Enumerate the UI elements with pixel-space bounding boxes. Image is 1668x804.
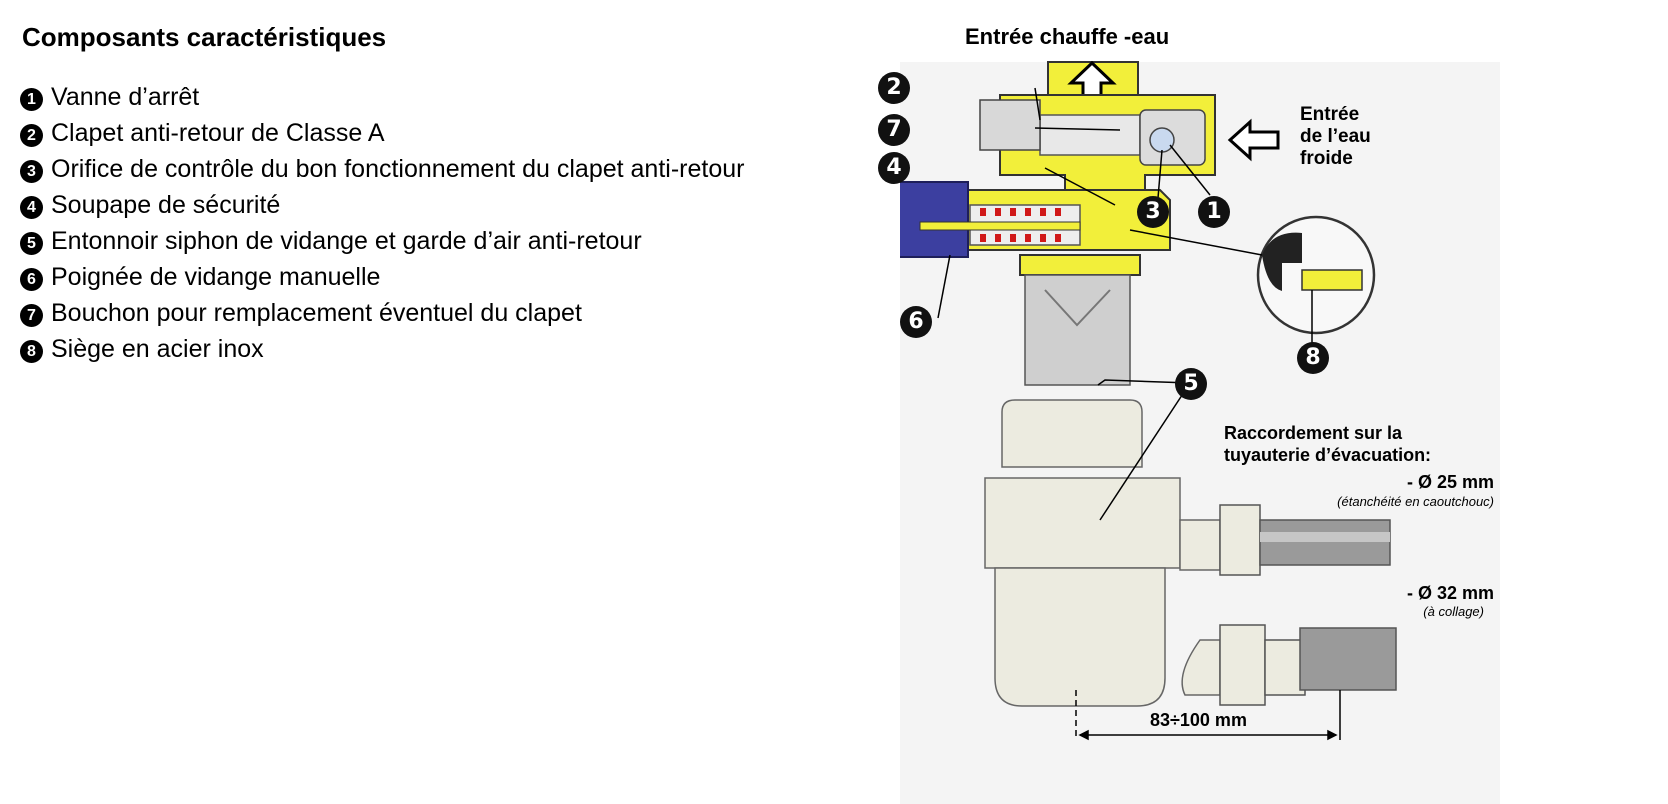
legend-number: 3 — [20, 160, 43, 183]
option-32mm-note: (à collage) — [1423, 604, 1484, 619]
valve-stem — [919, 221, 1081, 231]
funnel-collar — [984, 477, 1181, 569]
legend-number: 6 — [20, 268, 43, 291]
legend-number: 1 — [20, 88, 43, 111]
leader-lines — [937, 87, 1313, 521]
callout-1: 1 — [1198, 196, 1230, 228]
spring-coils — [980, 208, 1061, 242]
heater-inlet-label: Entrée chauffe -eau — [965, 24, 1170, 49]
cold-inlet-label: Entrée de l’eau froide — [1300, 104, 1371, 170]
outlet-nut — [1019, 254, 1141, 276]
legend-label: Vanne d’arrêt — [51, 83, 200, 111]
legend-item: 6 Poignée de vidange manuelle — [20, 259, 900, 295]
legend-item: 7 Bouchon pour remplacement éventuel du c… — [20, 295, 900, 331]
legend-label: Clapet anti-retour de Classe A — [51, 119, 385, 147]
legend-label: Poignée de vidange manuelle — [51, 263, 381, 291]
legend-label: Orifice de contrôle du bon fonctionnemen… — [51, 155, 745, 183]
drain-nipple — [1024, 274, 1131, 386]
callout-7: 7 — [878, 114, 910, 146]
component-legend: Composants caractéristiques 1 Vanne d’arr… — [20, 22, 900, 367]
left-arrow-icon — [1227, 118, 1280, 162]
legend-number: 2 — [20, 124, 43, 147]
seat-detail-brass — [1301, 269, 1363, 291]
callout-3: 3 — [1137, 196, 1169, 228]
pipe-25mm-highlight — [1260, 532, 1390, 542]
option-25mm-note: (étanchéité en caoutchouc) — [1337, 494, 1494, 509]
cold-inlet-line: de l’eau — [1300, 126, 1371, 147]
cold-inlet-line: Entrée — [1300, 104, 1360, 125]
legend-label: Bouchon pour remplacement éventuel du cl… — [51, 299, 582, 327]
funnel-top — [1001, 399, 1143, 468]
sleeve-32mm — [1264, 639, 1306, 696]
legend-label: Entonnoir siphon de vidange et garde d’a… — [51, 227, 642, 255]
legend-label: Soupape de sécurité — [51, 191, 281, 219]
legend-item: 2 Clapet anti-retour de Classe A — [20, 115, 900, 151]
option-32mm: - Ø 32 mm — [1406, 583, 1494, 603]
safety-group-diagram: Entrée chauffe -eau Entrée de l’eau froi… — [878, 0, 1668, 804]
legend-item: 5 Entonnoir siphon de vidange et garde d’… — [20, 223, 900, 259]
diagram-illustration — [900, 60, 1500, 804]
plug-cap — [979, 99, 1041, 151]
legend-item: 1 Vanne d’arrêt — [20, 79, 900, 115]
connection-heading: Raccordement sur la tuyauterie d’évacuat… — [1224, 422, 1431, 466]
callout-8: 8 — [1297, 342, 1329, 374]
dimension-line — [1075, 690, 1341, 741]
legend-number: 7 — [20, 304, 43, 327]
legend-label: Siège en acier inox — [51, 335, 264, 363]
callout-2: 2 — [878, 72, 910, 104]
nut-25mm — [1219, 504, 1261, 576]
callout-5: 5 — [1175, 368, 1207, 400]
pipe-32mm — [1299, 627, 1397, 691]
check-valve-insert — [1039, 114, 1141, 156]
connection-heading-line: tuyauterie d’évacuation: — [1224, 445, 1432, 465]
drain-knob — [900, 181, 969, 258]
nut-32mm — [1219, 624, 1266, 706]
stub-32mm — [1181, 639, 1221, 696]
callout-6: 6 — [900, 306, 932, 338]
siphon-body — [994, 567, 1166, 707]
legend-number: 5 — [20, 232, 43, 255]
callout-4: 4 — [878, 152, 910, 184]
cold-inlet-line: froide — [1300, 148, 1353, 169]
option-25mm: - Ø 25 mm — [1406, 472, 1494, 492]
legend-item: 8 Siège en acier inox — [20, 331, 900, 367]
legend-item: 4 Soupape de sécurité — [20, 187, 900, 223]
connection-heading-line: Raccordement sur la — [1224, 423, 1403, 443]
legend-number: 4 — [20, 196, 43, 219]
legend-title: Composants caractéristiques — [22, 22, 387, 52]
pipe-25mm — [1259, 519, 1391, 566]
legend-number: 8 — [20, 340, 43, 363]
nipple-detail — [1044, 289, 1111, 327]
legend-item: 3 Orifice de contrôle du bon fonctionneme… — [20, 151, 810, 187]
valve-ball — [1149, 127, 1175, 153]
legend-list: 1 Vanne d’arrêt 2 Clapet anti-retour de Cl… — [20, 79, 900, 367]
siphon-outlet — [1179, 519, 1221, 571]
seat-detail-dark — [1262, 232, 1302, 291]
dimension-label: 83÷100 mm — [1150, 710, 1247, 730]
